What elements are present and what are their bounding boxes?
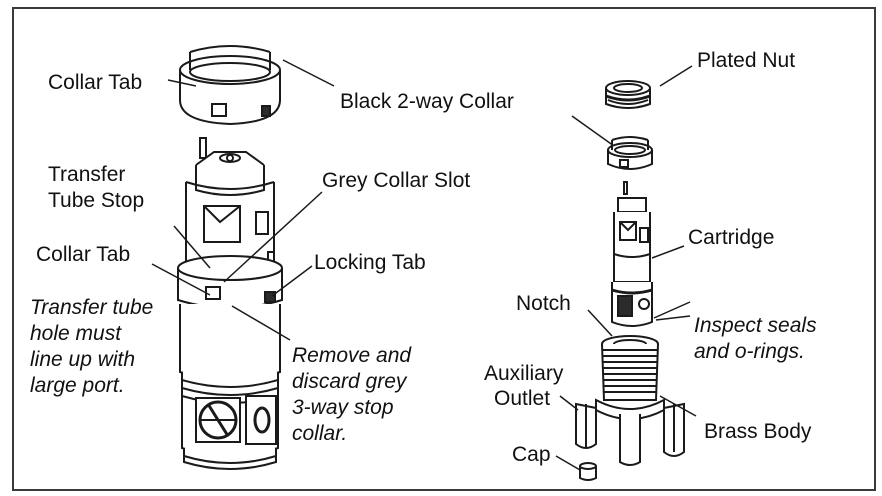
label-transfer-tube-stop-line2: Tube Stop [48, 189, 145, 212]
note-transfer-hole-line4: large port. [30, 374, 125, 397]
label-collar-tab-top: Collar Tab [48, 71, 143, 94]
note-inspect-line1: Inspect seals [694, 314, 817, 337]
label-auxiliary-outlet-line2: Outlet [494, 387, 551, 410]
note-transfer-hole-line1: Transfer tube [30, 296, 154, 319]
label-brass-body: Brass Body [704, 420, 812, 443]
note-inspect-line2: and o-rings. [694, 340, 805, 363]
middle-collar-part [177, 255, 283, 309]
label-locking-tab: Locking Tab [314, 251, 426, 274]
label-cartridge: Cartridge [688, 226, 775, 249]
leader-lines [151, 59, 697, 471]
note-transfer-hole-line3: line up with [30, 348, 136, 371]
note-remove-line3: 3-way stop [292, 396, 394, 419]
label-plated-nut: Plated Nut [697, 49, 796, 72]
brass-body-part [575, 335, 685, 481]
plated-nut-part [605, 80, 651, 109]
lower-body-part [179, 304, 281, 470]
label-auxiliary-outlet-line1: Auxiliary [484, 362, 564, 385]
label-collar-tab-middle: Collar Tab [36, 243, 131, 266]
black-collar-part [179, 45, 281, 126]
note-remove-line1: Remove and [292, 344, 412, 367]
label-notch: Notch [516, 292, 571, 315]
label-black-2way-collar: Black 2-way Collar [340, 90, 514, 113]
note-remove-line2: discard grey [292, 370, 407, 393]
label-cap: Cap [512, 443, 551, 466]
note-remove-line4: collar. [292, 422, 348, 445]
label-grey-collar-slot: Grey Collar Slot [322, 169, 471, 192]
diagram-frame [12, 7, 876, 491]
note-transfer-hole-line2: hole must [30, 322, 122, 345]
label-transfer-tube-stop-line1: Transfer [48, 163, 126, 186]
cartridge-part [611, 181, 653, 327]
small-collar-part [607, 136, 653, 170]
